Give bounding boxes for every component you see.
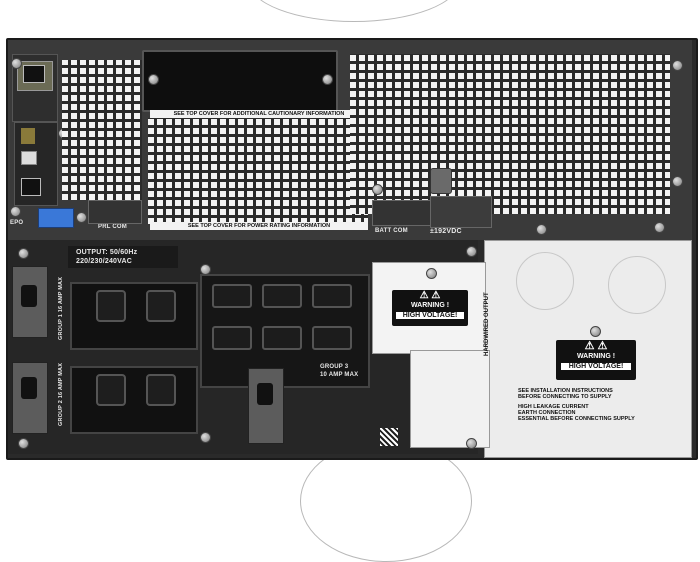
screw-icon	[654, 222, 665, 233]
group2-outlet-panel	[70, 366, 198, 434]
group1-label: GROUP 1 16 AMP MAX	[58, 276, 64, 340]
serial-port-icon[interactable]	[21, 178, 41, 196]
right-fan-grille	[350, 54, 670, 214]
c13-outlet[interactable]	[212, 326, 252, 350]
warning-title: WARNING !	[576, 353, 616, 360]
instruction-line: ESSENTIAL BEFORE CONNECTING SUPPLY	[518, 416, 635, 422]
instruction-line: EARTH CONNECTION	[518, 410, 576, 416]
breaker-button-icon[interactable]	[21, 377, 37, 399]
warning-title: WARNING !	[410, 302, 450, 309]
ethernet-port-icon[interactable]	[23, 65, 45, 83]
screw-icon	[18, 438, 29, 449]
group2-label: GROUP 2 16 AMP MAX	[58, 362, 64, 426]
warning-label-small: ⚠ ⚠ WARNING ! HIGH VOLTAGE!	[392, 290, 468, 326]
warning-subtitle: HIGH VOLTAGE!	[560, 362, 632, 371]
breaker-group1[interactable]	[12, 266, 48, 338]
breaker-group3[interactable]	[248, 368, 284, 444]
screw-icon	[18, 248, 29, 259]
network-card-slot	[12, 54, 58, 122]
prl-com-port[interactable]	[88, 200, 142, 224]
batt-connector[interactable]	[430, 196, 492, 228]
knockout-circle	[516, 252, 574, 310]
c13-outlet[interactable]	[262, 284, 302, 308]
batt-com-port[interactable]	[372, 200, 434, 226]
screw-icon	[590, 326, 601, 337]
c19-outlet[interactable]	[96, 374, 126, 406]
screw-icon	[672, 176, 683, 187]
screw-icon	[200, 432, 211, 443]
left-fan-grille	[62, 60, 142, 200]
c19-outlet[interactable]	[146, 290, 176, 322]
c13-outlet[interactable]	[262, 326, 302, 350]
screw-icon	[466, 438, 477, 449]
warning-label-large: ⚠ ⚠ WARNING ! HIGH VOLTAGE!	[556, 340, 636, 380]
batt-voltage-label: ±192VDC	[430, 228, 462, 235]
group1-outlet-panel	[70, 282, 198, 350]
installation-instructions: SEE INSTALLATION INSTRUCTIONS BEFORE CON…	[518, 388, 688, 422]
watermark-circle-top	[248, 0, 460, 22]
breaker-group2[interactable]	[12, 362, 48, 434]
screw-icon	[466, 246, 477, 257]
epo-label: EPO	[10, 220, 24, 226]
screw-icon	[426, 268, 437, 279]
screw-icon	[372, 184, 383, 195]
output-label-plate: OUTPUT: 50/60Hz 220/230/240VAC	[68, 246, 178, 268]
card-slot-icon	[21, 128, 35, 144]
screw-icon	[672, 60, 683, 71]
group3-label-line2: 10 AMP MAX	[320, 372, 359, 378]
screw-icon	[11, 58, 22, 69]
group3-label-line1: GROUP 3	[320, 364, 349, 370]
output-frequency: OUTPUT: 50/60Hz	[76, 249, 138, 256]
screw-icon	[10, 206, 21, 217]
c13-outlet[interactable]	[212, 284, 252, 308]
c13-outlet[interactable]	[312, 284, 352, 308]
c19-outlet[interactable]	[96, 290, 126, 322]
knockout-circle	[608, 256, 666, 314]
dip-switch[interactable]	[38, 208, 74, 228]
terminal-cover-lower	[410, 350, 490, 448]
cautionary-notice: SEE TOP COVER FOR ADDITIONAL CAUTIONARY …	[150, 110, 368, 118]
screw-icon	[76, 212, 87, 223]
power-rating-notice: SEE TOP COVER FOR POWER RATING INFORMATI…	[150, 222, 368, 230]
screw-icon	[322, 74, 333, 85]
warning-subtitle: HIGH VOLTAGE!	[395, 311, 465, 320]
qr-code-icon	[380, 428, 398, 446]
warning-triangle-icon: ⚠ ⚠	[584, 340, 608, 352]
screw-icon	[200, 264, 211, 275]
hardwired-output-label: HARDWIRED OUTPUT	[484, 292, 490, 356]
breaker-button-icon[interactable]	[21, 285, 37, 307]
prl-com-label: PRL COM	[98, 224, 127, 230]
center-fan-grille	[148, 118, 368, 224]
instruction-line: BEFORE CONNECTING TO SUPPLY	[518, 394, 612, 400]
screw-icon	[148, 74, 159, 85]
usb-module	[14, 122, 58, 206]
screw-icon	[536, 224, 547, 235]
instruction-line: SEE INSTALLATION INSTRUCTIONS	[518, 388, 613, 394]
c19-outlet[interactable]	[146, 374, 176, 406]
usb-port-icon[interactable]	[21, 151, 37, 165]
cover-plate	[142, 50, 338, 112]
output-voltage: 220/230/240VAC	[76, 258, 132, 265]
warning-triangle-icon: ⚠ ⚠	[419, 290, 441, 301]
batt-com-label: BATT COM	[375, 228, 408, 234]
breaker-button-icon[interactable]	[257, 383, 273, 405]
instruction-line: HIGH LEAKAGE CURRENT	[518, 404, 589, 410]
ground-terminal-icon	[430, 168, 452, 194]
c13-outlet[interactable]	[312, 326, 352, 350]
